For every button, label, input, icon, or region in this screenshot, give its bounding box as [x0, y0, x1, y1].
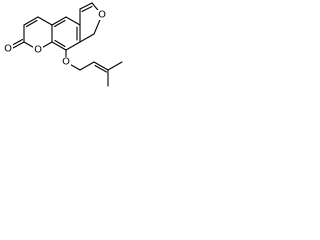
- ether-oxygen-label: O: [62, 57, 70, 68]
- bond-furan-c2-c3: [79, 2, 93, 10]
- bond-benz-c8a-c8-double: [54, 39, 66, 48]
- bond-benz-c8-c7a: [65, 41, 81, 51]
- bond-benz-c4-c4a-double: [53, 19, 66, 28]
- bond-pyr-c4a-c4: [37, 16, 53, 26]
- bond-pyr-c2-o-carbonyl: [12, 41, 25, 49]
- chemical-structure-diagram: O O O O: [3, 2, 123, 87]
- bond-benz-c7a-c7: [79, 33, 95, 43]
- carbonyl-oxygen-label: O: [4, 44, 12, 55]
- bond-ch-c-double: [94, 64, 108, 73]
- bond-pyr-c4-c3-double: [25, 19, 38, 28]
- ring-oxygen-label: O: [34, 45, 42, 56]
- bond-ch2-ch: [79, 61, 95, 71]
- bonds: [10, 2, 123, 87]
- bond-furan-c2-c3-double: [81, 5, 93, 13]
- bond-c-me1: [107, 61, 123, 71]
- bond-benz-c3a-c4: [65, 16, 81, 26]
- bond-pyr-c4-c3: [23, 16, 39, 26]
- bond-pyr-c2-o-carbonyl-double: [10, 38, 24, 47]
- bond-benz-c8a-c8: [51, 41, 67, 51]
- furan-oxygen-label: O: [98, 10, 106, 21]
- atom-labels: O O O O: [3, 10, 107, 68]
- bond-ch-c: [93, 61, 109, 71]
- bond-benz-c4-c4a: [51, 16, 67, 26]
